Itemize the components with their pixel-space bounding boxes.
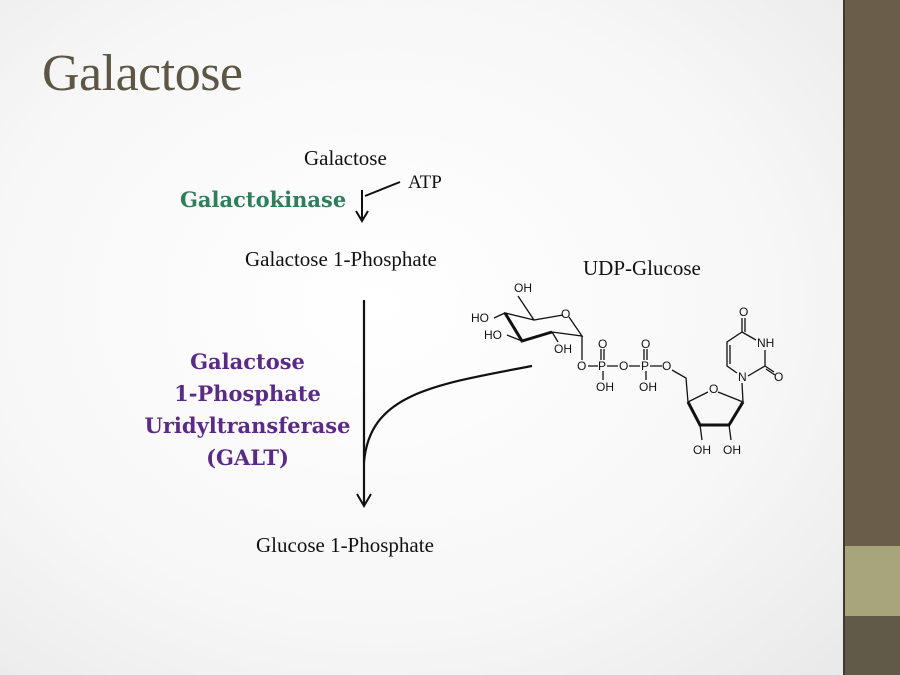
- atom-label: O: [662, 359, 671, 373]
- arrowhead-icon: [356, 493, 372, 508]
- atp-line: [364, 181, 401, 197]
- label-glucose-1-phosphate: Glucose 1-Phosphate: [256, 533, 434, 557]
- galt-line: Uridyltransferase: [144, 413, 351, 438]
- sidebar-bottom: [845, 616, 900, 675]
- atom-label: O: [641, 337, 650, 351]
- atom-label: P: [598, 359, 606, 373]
- atom-label: O: [598, 337, 607, 351]
- udp-glucose-structure: [493, 295, 776, 441]
- label-galactose: Galactose: [304, 146, 387, 170]
- atom-label: O: [561, 307, 570, 321]
- atom-label: P: [641, 359, 649, 373]
- galt-line: 1-Phosphate: [174, 381, 321, 406]
- label-atp: ATP: [408, 172, 442, 193]
- atom-label: OH: [514, 281, 532, 295]
- atom-label: OH: [693, 443, 711, 457]
- atom-labels: OH HO HO OH O O P O P O O O OH OH O OH O…: [471, 281, 783, 457]
- label-galactose-1-phosphate: Galactose 1-Phosphate: [245, 247, 437, 271]
- atom-label: OH: [596, 380, 614, 394]
- atom-label: HO: [484, 328, 502, 342]
- atom-label: O: [739, 305, 748, 319]
- reaction-arrows: [355, 181, 533, 508]
- atom-label: N: [738, 370, 747, 384]
- atom-label: NH: [757, 336, 774, 350]
- atom-label: O: [774, 370, 783, 384]
- slide-title: Galactose: [42, 45, 243, 102]
- atom-label: HO: [471, 311, 489, 325]
- enzyme-galt: Galactose 1-Phosphate Uridyltransferase …: [140, 346, 355, 474]
- atom-label: O: [619, 359, 628, 373]
- arrowhead-icon: [355, 210, 369, 223]
- atom-label: O: [577, 359, 586, 373]
- sidebar-accent-band: [845, 546, 900, 616]
- label-udp-glucose: UDP-Glucose: [583, 256, 701, 280]
- galt-line: (GALT): [206, 445, 289, 470]
- atom-label: O: [709, 382, 718, 396]
- slide-background: [0, 0, 843, 675]
- udp-glucose-curve: [362, 364, 533, 463]
- atom-label: OH: [639, 380, 657, 394]
- atom-label: OH: [554, 342, 572, 356]
- enzyme-galactokinase: Galactokinase: [180, 187, 347, 212]
- galt-line: Galactose: [190, 349, 305, 374]
- atom-label: OH: [723, 443, 741, 457]
